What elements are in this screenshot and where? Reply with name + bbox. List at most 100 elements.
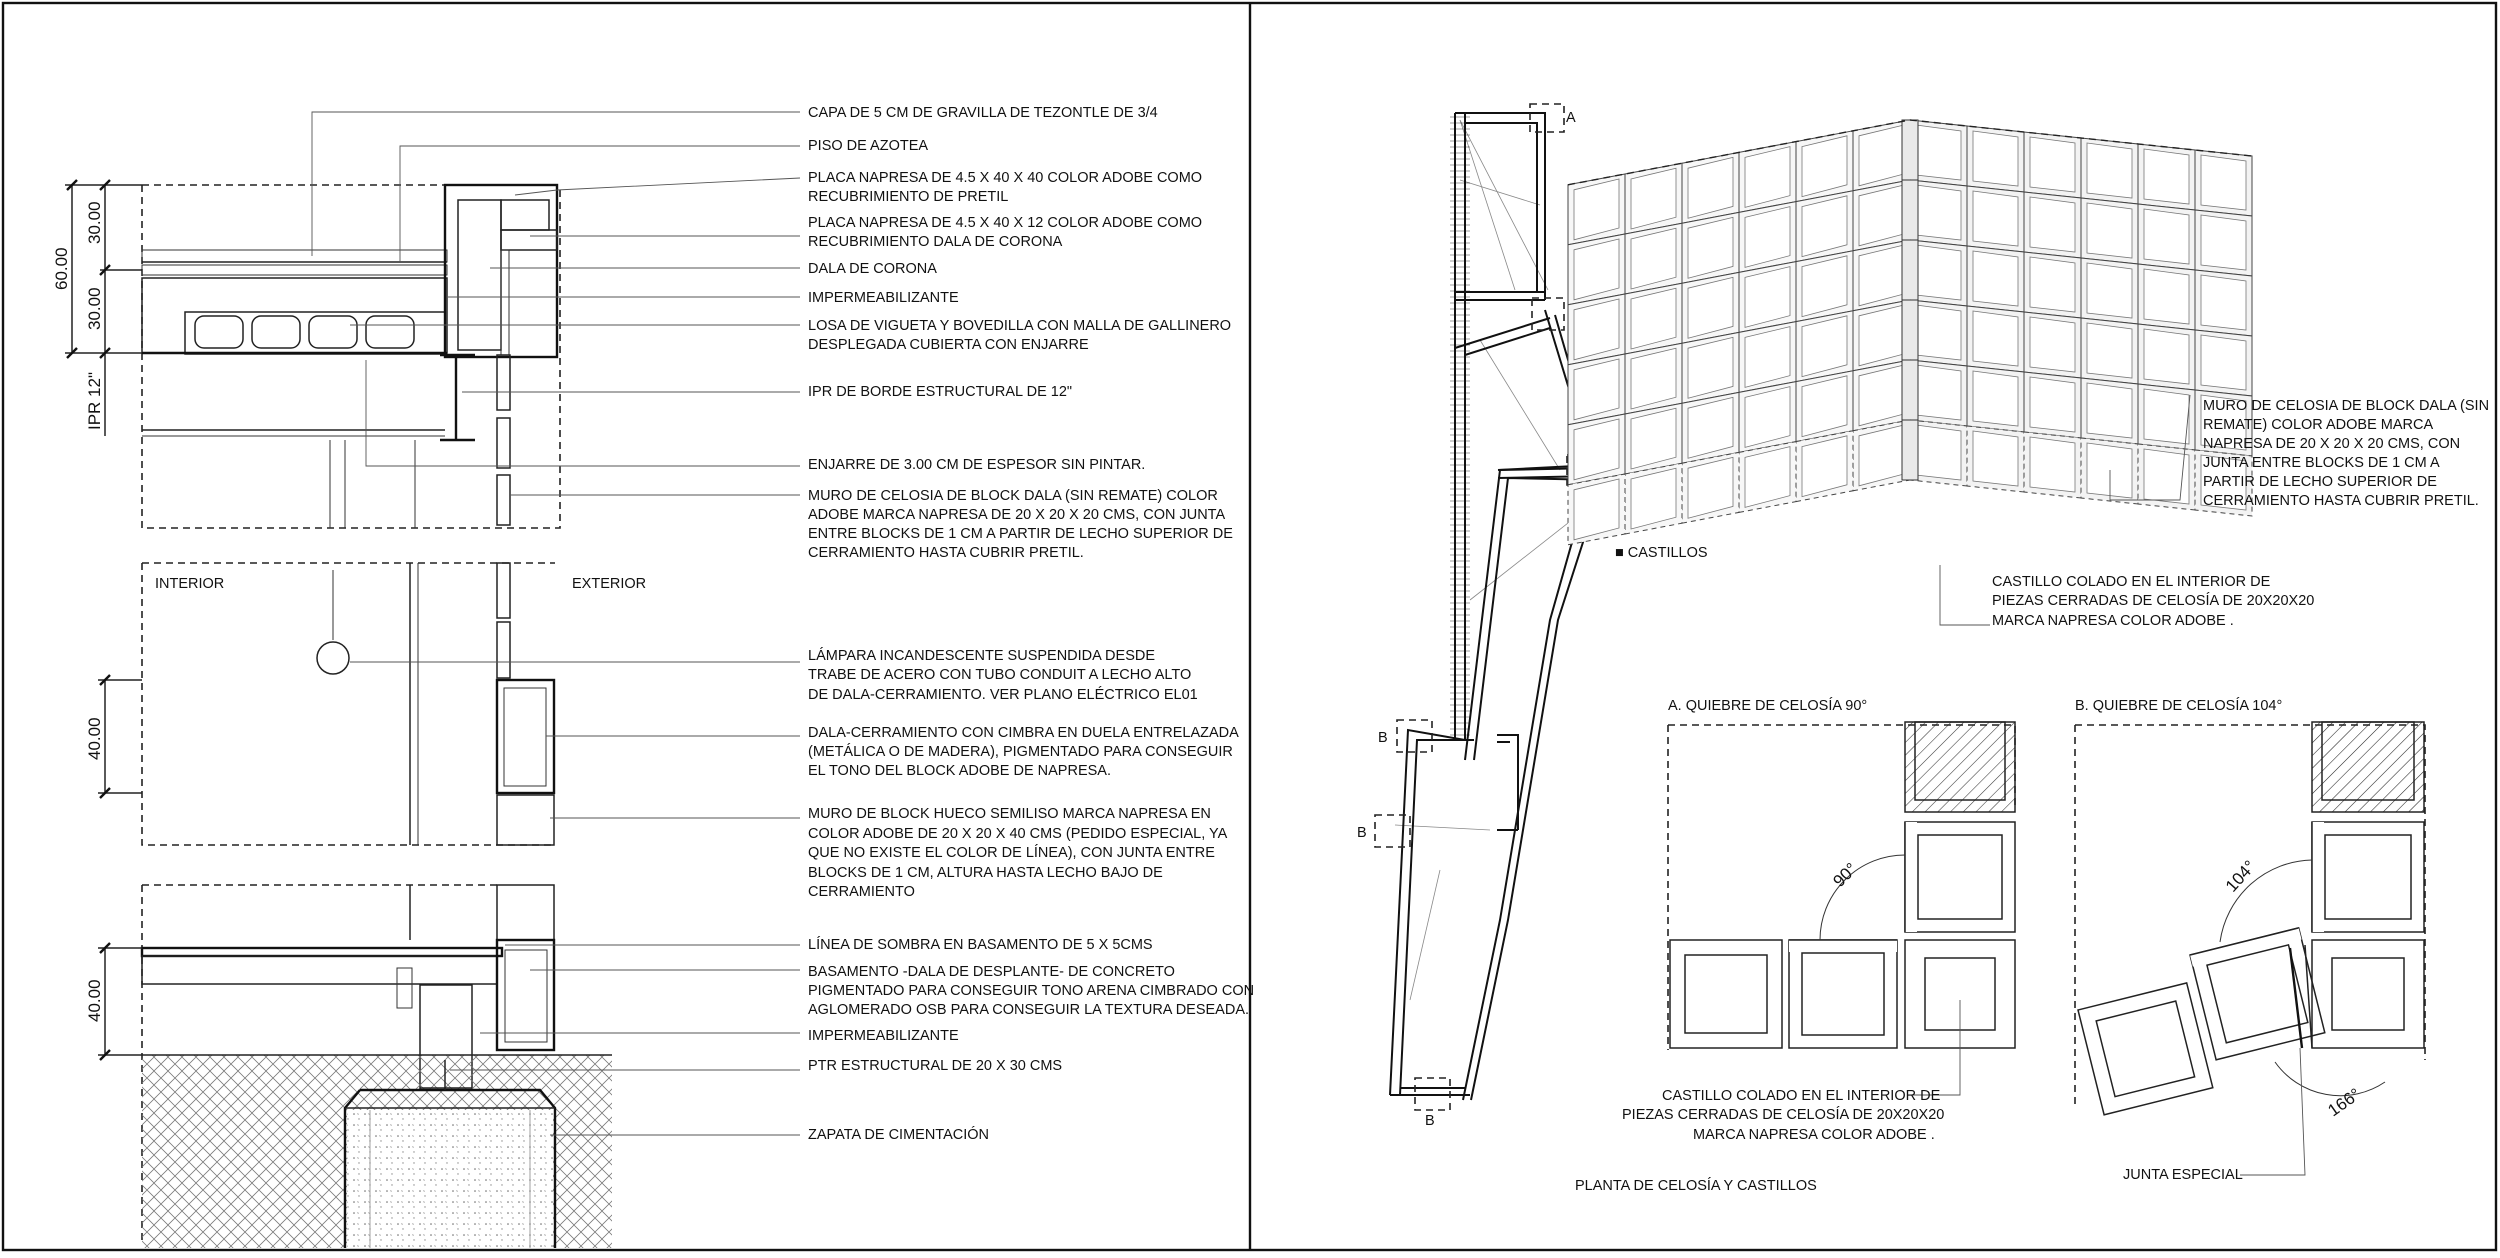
label-dala-cerramiento-2: (METÁLICA O DE MADERA), PIGMENTADO PARA … — [808, 743, 1233, 760]
iso-block-face — [2200, 214, 2247, 271]
iso-note-6: CERRAMIENTO HASTA CUBRIR PRETIL. — [2203, 493, 2479, 509]
iso-block-face — [1687, 396, 1734, 459]
iso-note-4: JUNTA ENTRE BLOCKS DE 1 CM A — [2203, 455, 2440, 471]
iso-block-face — [2200, 154, 2247, 211]
plan-title: PLANTA DE CELOSÍA Y CASTILLOS — [1575, 1177, 1817, 1194]
iso-block-face — [2086, 442, 2133, 499]
iso-block-face — [1687, 456, 1734, 519]
iso-block-face — [2086, 202, 2133, 259]
label-ipr: IPR DE BORDE ESTRUCTURAL DE 12" — [808, 384, 1072, 400]
label-basamento-2: PIGMENTADO PARA CONSEGUIR TONO ARENA CIM… — [808, 983, 1254, 999]
label-impermeabilizante-top: IMPERMEABILIZANTE — [808, 290, 959, 306]
iso-block-face — [2200, 274, 2247, 331]
iso-block-face — [1573, 478, 1620, 541]
label-enjarre: ENJARRE DE 3.00 CM DE ESPESOR SIN PINTAR… — [808, 457, 1145, 473]
iso-block-face — [1915, 184, 1962, 241]
iso-castillo-1: CASTILLO COLADO EN EL INTERIOR DE — [1992, 574, 2271, 590]
label-muro-block-1: MURO DE BLOCK HUECO SEMILISO MARCA NAPRE… — [808, 806, 1211, 822]
plan-marker-b-left: B — [1378, 730, 1388, 746]
label-losa-1: LOSA DE VIGUETA Y BOVEDILLA CON MALLA DE… — [808, 318, 1231, 334]
label-dala-cerramiento-3: EL TONO DEL BLOCK ADOBE DE NAPRESA. — [808, 763, 1111, 779]
angle-a: 90° — [1829, 859, 1861, 891]
label-lampara-2: TRABE DE ACERO CON TUBO CONDUIT A LECHO … — [808, 667, 1191, 683]
iso-block-face — [1630, 167, 1677, 230]
label-lampara-1: LÁMPARA INCANDESCENTE SUSPENDIDA DESDE — [808, 647, 1155, 664]
iso-block-face — [2086, 382, 2133, 439]
plan-marker-a-top: A — [1566, 110, 1576, 126]
wall-section: 30.00 60.00 30.00 IPR 12" 40.00 40.00 IN… — [52, 105, 1254, 1248]
iso-note: MURO DE CELOSIA DE BLOCK DALA (SIN REMAT… — [1992, 398, 2489, 629]
iso-block-face — [1744, 326, 1791, 388]
iso-block-face — [1915, 364, 1962, 421]
label-losa-2: DESPLEGADA CUBIERTA CON ENJARRE — [808, 337, 1089, 353]
dim-30-top: 30.00 — [85, 201, 104, 244]
iso-block-face — [1801, 375, 1848, 438]
iso-note-1: MURO DE CELOSIA DE BLOCK DALA (SIN — [2203, 398, 2489, 414]
iso-block-face — [1972, 250, 2019, 307]
iso-block-face — [1801, 135, 1848, 198]
iso-block-face — [1915, 244, 1962, 301]
iso-block-face — [1915, 424, 1962, 481]
angle-b2: 166° — [2324, 1085, 2364, 1121]
detail-a-title: A. QUIEBRE DE CELOSÍA 90° — [1668, 697, 1867, 714]
iso-block-face — [2029, 256, 2076, 313]
iso-block-face — [2086, 322, 2133, 379]
iso-block-face — [2029, 316, 2076, 373]
iso-block-face — [1901, 419, 1919, 481]
label-muro-block-2: COLOR ADOBE DE 20 X 20 X 40 CMS (PEDIDO … — [808, 826, 1228, 842]
iso-block-face — [1687, 336, 1734, 399]
plan-marker-b-lower: B — [1357, 825, 1367, 841]
label-placa-dala-1: PLACA NAPRESA DE 4.5 X 40 X 12 COLOR ADO… — [808, 215, 1202, 231]
iso-block-face — [1801, 315, 1848, 378]
label-dala-corona: DALA DE CORONA — [808, 261, 937, 277]
iso-note-2: REMATE) COLOR ADOBE MARCA — [2203, 417, 2433, 433]
iso-block-face — [2143, 268, 2190, 325]
label-celosia-1: MURO DE CELOSIA DE BLOCK DALA (SIN REMAT… — [808, 488, 1218, 504]
iso-block-face — [1915, 124, 1962, 181]
label-impermeabilizante-bottom: IMPERMEABILIZANTE — [808, 1028, 959, 1044]
label-celosia-3: ENTRE BLOCKS DE 1 CM A PARTIR DE LECHO S… — [808, 526, 1233, 542]
iso-block-face — [2086, 262, 2133, 319]
iso-block-face — [1901, 299, 1919, 361]
iso-note-5: PARTIR DE LECHO SUPERIOR DE — [2203, 474, 2437, 490]
exterior-label: EXTERIOR — [572, 576, 646, 592]
label-placa-dala-2: RECUBRIMIENTO DALA DE CORONA — [808, 234, 1063, 250]
iso-block-face — [2200, 394, 2247, 451]
label-piso-azotea: PISO DE AZOTEA — [808, 138, 928, 154]
iso-block-face — [1687, 156, 1734, 219]
dim-40-mid: 40.00 — [85, 717, 104, 760]
iso-block-face — [2200, 454, 2247, 511]
iso-block-face — [1801, 255, 1848, 318]
dim-60: 60.00 — [52, 247, 71, 290]
iso-block-face — [1573, 418, 1620, 481]
iso-block-face — [2029, 376, 2076, 433]
iso-block-face — [2143, 448, 2190, 505]
iso-block-face — [1915, 304, 1962, 361]
iso-block-face — [1901, 179, 1919, 241]
iso-block-face — [2143, 148, 2190, 205]
iso-block-face — [1901, 119, 1919, 181]
iso-block-face — [1972, 430, 2019, 487]
iso-block-face — [2143, 208, 2190, 265]
iso-block-face — [1744, 146, 1791, 208]
iso-block-face — [1901, 359, 1919, 421]
junta-especial: JUNTA ESPECIAL — [2123, 1167, 2243, 1183]
label-basamento-3: AGLOMERADO OSB PARA CONSEGUIR LA TEXTURA… — [808, 1002, 1249, 1018]
iso-block-face — [1573, 178, 1620, 241]
label-dala-cerramiento-1: DALA-CERRAMIENTO CON CIMBRA EN DUELA ENT… — [808, 725, 1239, 741]
iso-block-face — [1744, 446, 1791, 508]
iso-castillo-2: PIEZAS CERRADAS DE CELOSÍA DE 20X20X20 — [1992, 592, 2314, 609]
iso-block-face — [1901, 239, 1919, 301]
iso-block-face — [1972, 370, 2019, 427]
label-muro-block-3: QUE NO EXISTE EL COLOR DE LÍNEA), CON JU… — [808, 844, 1215, 861]
castillos-legend: ■ CASTILLOS — [1615, 545, 1708, 561]
detail-a: A. QUIEBRE DE CELOSÍA 90° 90° CASTILLO C… — [1622, 697, 2016, 1143]
dim-40-bottom: 40.00 — [85, 979, 104, 1022]
section-labels: CAPA DE 5 CM DE GRAVILLA DE TEZONTLE DE … — [808, 105, 1254, 1143]
iso-block-face — [1687, 216, 1734, 279]
detail-castillo-3: MARCA NAPRESA COLOR ADOBE . — [1693, 1127, 1935, 1143]
iso-block-face — [2200, 334, 2247, 391]
iso-block-face — [1744, 266, 1791, 328]
